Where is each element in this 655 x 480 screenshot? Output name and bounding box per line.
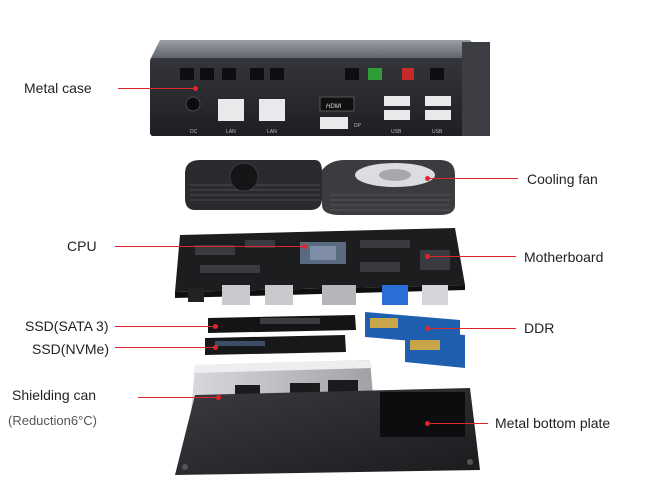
dot-cpu bbox=[302, 244, 307, 249]
ddr-memory bbox=[365, 312, 465, 368]
port-label-lan1: LAN bbox=[226, 129, 236, 135]
dot-metal-bottom-plate bbox=[425, 421, 430, 426]
dot-cooling-fan bbox=[425, 176, 430, 181]
label-shielding-note: (Reduction6°C) bbox=[8, 413, 98, 428]
leader-ddr bbox=[428, 328, 516, 329]
leader-metal-case bbox=[118, 88, 196, 89]
label-cpu: CPU bbox=[67, 238, 97, 254]
label-ssd-sata: SSD(SATA 3) bbox=[25, 318, 109, 334]
label-metal-case: Metal case bbox=[24, 80, 92, 96]
label-ddr: DDR bbox=[524, 320, 555, 336]
label-metal-bottom-plate: Metal bottom plate bbox=[495, 415, 611, 431]
label-motherboard: Motherboard bbox=[524, 249, 604, 265]
port-label-usb1: USB bbox=[391, 129, 402, 135]
leader-ssd-nvme bbox=[115, 347, 215, 348]
dot-motherboard bbox=[425, 254, 430, 259]
dot-metal-case bbox=[193, 86, 198, 91]
label-ssd-nvme: SSD(NVMe) bbox=[32, 341, 110, 357]
dot-ssd-sata bbox=[213, 324, 218, 329]
leader-motherboard bbox=[428, 256, 516, 257]
ssd-nvme bbox=[205, 335, 346, 355]
dot-ssd-nvme bbox=[213, 345, 218, 350]
dot-ddr bbox=[425, 326, 430, 331]
label-shielding-can: Shielding can bbox=[12, 387, 97, 403]
port-label-dp: DP bbox=[354, 123, 362, 129]
metal-bottom-plate bbox=[175, 388, 480, 475]
leader-cpu bbox=[115, 246, 305, 247]
port-label-lan2: LAN bbox=[267, 129, 277, 135]
port-label-dc: DC bbox=[190, 129, 198, 135]
leader-metal-bottom-plate bbox=[428, 423, 488, 424]
cooling-fan bbox=[185, 160, 455, 215]
motherboard bbox=[175, 228, 465, 305]
port-label-usb2: USB bbox=[432, 129, 443, 135]
port-label-hdmi: HDMI bbox=[326, 104, 342, 110]
leader-ssd-sata bbox=[115, 326, 215, 327]
leader-shielding-can bbox=[138, 397, 218, 398]
metal-case bbox=[150, 40, 490, 136]
dot-shielding-can bbox=[216, 395, 221, 400]
leader-cooling-fan bbox=[428, 178, 518, 179]
ssd-sata bbox=[208, 315, 356, 333]
label-cooling-fan: Cooling fan bbox=[527, 171, 598, 187]
